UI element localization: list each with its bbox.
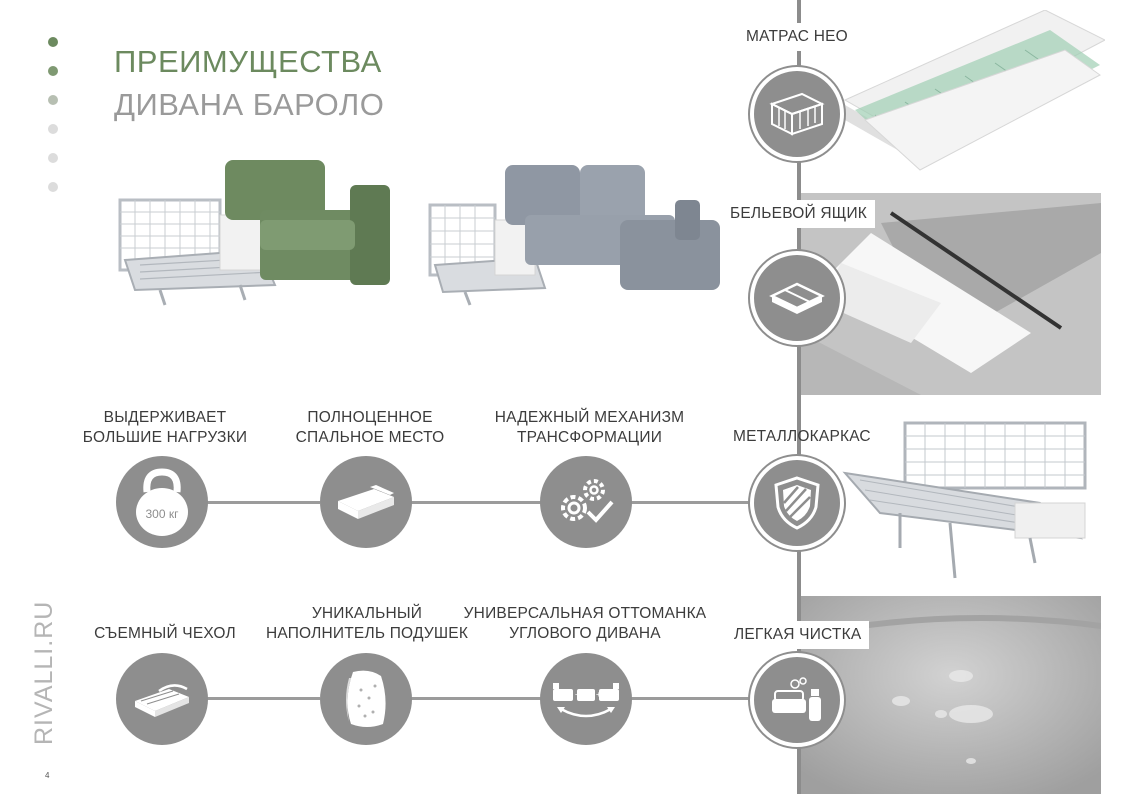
connector-line xyxy=(410,697,545,700)
nav-dot[interactable] xyxy=(48,124,58,134)
kettlebell-icon: 300 кг xyxy=(116,456,208,548)
feature-label-frame: МЕТАЛЛОКАРКАС xyxy=(733,428,871,445)
nav-dot[interactable] xyxy=(48,95,58,105)
metal-frame-photo xyxy=(840,418,1110,588)
vertical-divider xyxy=(797,0,801,794)
nav-dot[interactable] xyxy=(48,153,58,163)
pillow-icon xyxy=(320,653,412,745)
page-number: 4 xyxy=(45,771,50,780)
nav-dot[interactable] xyxy=(48,182,58,192)
mattress-springs-icon xyxy=(750,67,844,161)
storage-box-icon xyxy=(750,251,844,345)
connector-line xyxy=(205,501,320,504)
feature-label-mattress: МАТРАС НЕО xyxy=(738,23,856,51)
feature-label-cover: СЪЕМНЫЙ ЧЕХОЛ xyxy=(94,625,236,642)
bed-icon xyxy=(320,456,412,548)
shield-icon xyxy=(750,456,844,550)
connector-line xyxy=(630,697,755,700)
page-title: ПРЕИМУЩЕСТВА xyxy=(114,44,382,79)
connector-line xyxy=(630,501,755,504)
brand-side-text: RIVALLI.RU xyxy=(30,600,58,745)
svg-text:+: + xyxy=(596,690,601,699)
svg-text:+: + xyxy=(575,690,580,699)
nav-dot[interactable] xyxy=(48,37,58,47)
feature-label-storage: БЕЛЬЕВОЙ ЯЩИК xyxy=(722,200,876,228)
sofa-image-green xyxy=(118,160,390,306)
gears-check-icon xyxy=(540,456,632,548)
svg-text:300 кг: 300 кг xyxy=(146,507,180,521)
connector-line xyxy=(410,501,545,504)
storage-box-photo xyxy=(801,193,1101,395)
connector-line xyxy=(205,697,320,700)
sofa-image-gray xyxy=(428,165,720,306)
sofa-swap-icon: + + xyxy=(540,653,632,745)
removable-cover-icon xyxy=(116,653,208,745)
mattress-photo xyxy=(835,10,1105,180)
page-subtitle: ДИВАНА БАРОЛО xyxy=(114,87,385,122)
cleaning-spray-icon xyxy=(750,653,844,747)
nav-dot[interactable] xyxy=(48,66,58,76)
feature-label-cleaning: ЛЕГКАЯ ЧИСТКА xyxy=(726,621,870,649)
